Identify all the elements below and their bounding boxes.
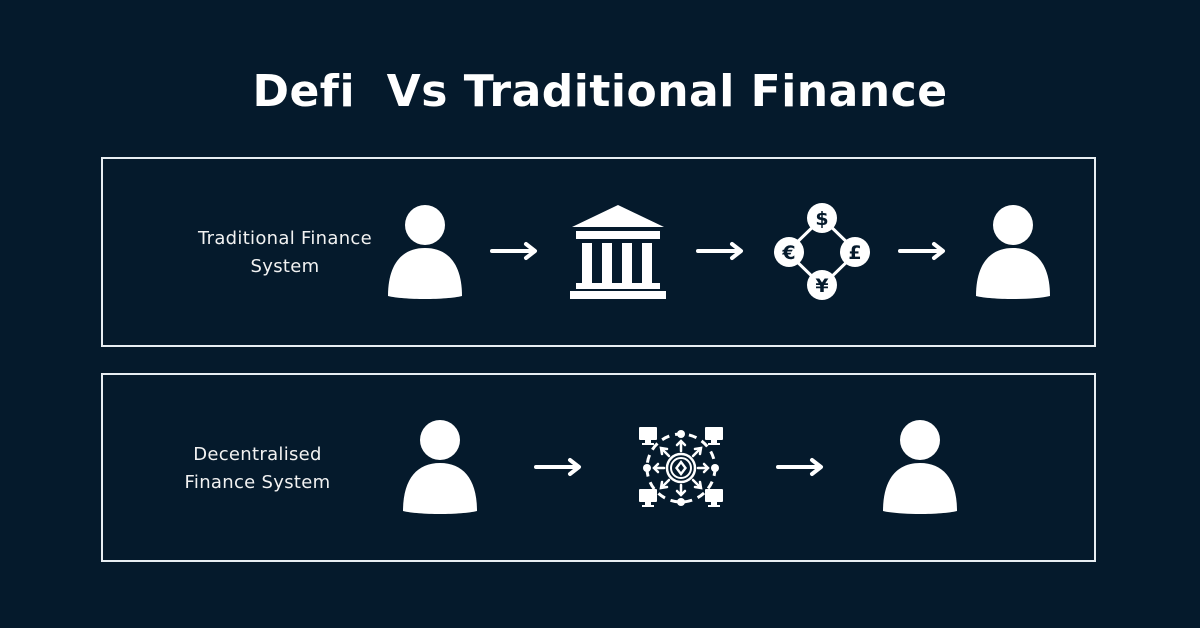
yen-symbol: ¥ <box>815 275 828 297</box>
arrow-right-icon <box>898 240 948 262</box>
dollar-symbol: $ <box>815 208 828 230</box>
pound-symbol: £ <box>848 242 861 264</box>
blockchain-network-icon <box>637 425 725 511</box>
arrow-right-icon <box>534 456 584 478</box>
person-icon <box>881 419 959 515</box>
page-title: Defi Vs Traditional Finance <box>252 66 948 117</box>
person-icon <box>974 204 1052 300</box>
euro-symbol: € <box>781 242 795 264</box>
person-icon <box>386 204 464 300</box>
label-line-2: System <box>250 256 320 277</box>
arrow-right-icon <box>490 240 540 262</box>
arrow-right-icon <box>696 240 746 262</box>
traditional-finance-label: Traditional Finance System <box>150 225 420 281</box>
bank-icon <box>566 203 670 301</box>
decentralised-finance-panel <box>101 373 1096 562</box>
arrow-right-icon <box>776 456 826 478</box>
label-line-1: Traditional Finance <box>197 228 372 249</box>
label-line-2: Finance System <box>184 472 331 493</box>
traditional-finance-panel <box>101 157 1096 347</box>
label-line-1: Decentralised <box>193 444 322 465</box>
currency-exchange-icon: $ £ ¥ € <box>772 203 872 301</box>
decentralised-finance-label: Decentralised Finance System <box>120 441 395 497</box>
person-icon <box>401 419 479 515</box>
